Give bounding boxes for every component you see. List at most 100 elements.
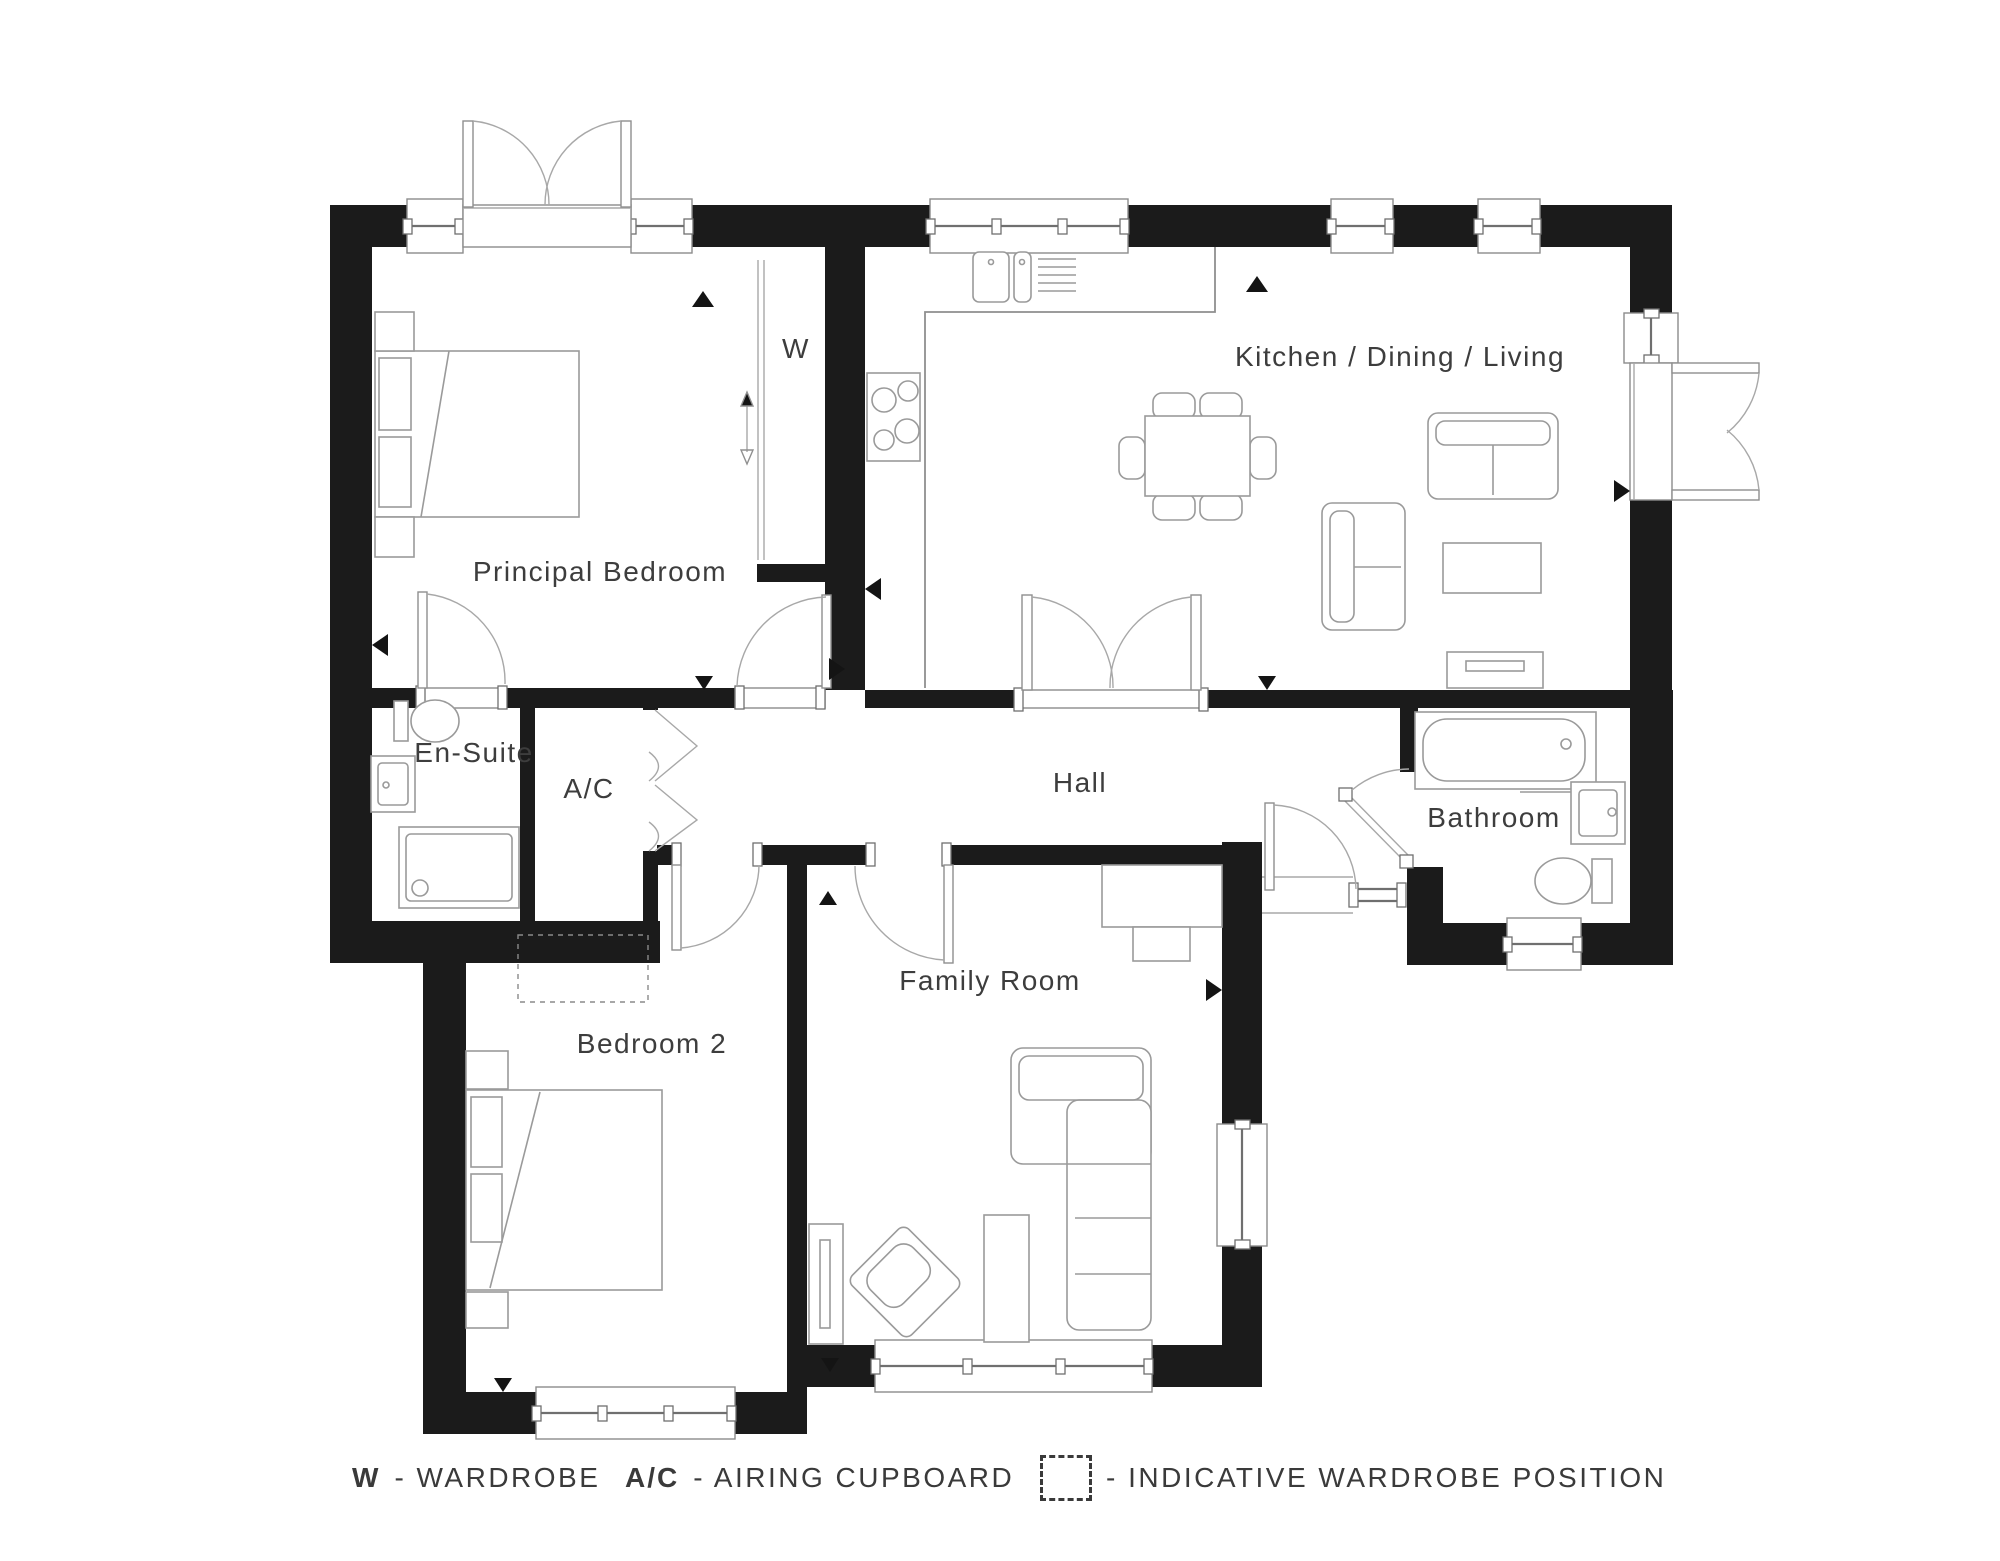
hob bbox=[866, 372, 921, 462]
window-kitchen-right bbox=[1623, 308, 1679, 365]
direction-markers bbox=[372, 276, 1630, 1392]
label-en-suite: En-Suite bbox=[414, 737, 533, 768]
window-living-top-right bbox=[1473, 198, 1542, 254]
wall-ensuite-ac-divider bbox=[520, 708, 535, 921]
marker-arrow-icon bbox=[821, 1358, 839, 1372]
bedside-table bbox=[374, 311, 415, 352]
marker-arrow-icon bbox=[865, 578, 881, 600]
french-doors-living bbox=[1629, 362, 1760, 501]
dashed-box-icon bbox=[1040, 1455, 1092, 1501]
wall-right-mid bbox=[1630, 500, 1672, 690]
door-family-room bbox=[854, 842, 954, 964]
accent-armchair bbox=[849, 1226, 961, 1338]
french-doors-principal bbox=[462, 120, 632, 248]
pillow bbox=[378, 436, 412, 508]
legend-text-airing-cupboard: - AIRING CUPBOARD bbox=[693, 1462, 1015, 1493]
window-principal-right bbox=[626, 198, 694, 254]
kitchen-counter bbox=[924, 247, 1216, 688]
legend-text-indicative-wardrobe: - INDICATIVE WARDROBE POSITION bbox=[1106, 1462, 1667, 1493]
wall-kitchen-hall-b bbox=[1203, 690, 1672, 708]
window-family-right bbox=[1216, 1119, 1268, 1250]
marker-arrow-icon bbox=[819, 891, 837, 905]
ensuite-fixtures bbox=[370, 699, 520, 909]
radiator-shelf bbox=[808, 1223, 844, 1345]
wall-ensuite-bottom bbox=[330, 921, 660, 963]
label-bathroom: Bathroom bbox=[1427, 802, 1560, 833]
bedside-table bbox=[374, 516, 415, 558]
corner-sofa-side bbox=[1066, 1099, 1152, 1331]
label-kitchen-dining-living: Kitchen / Dining / Living bbox=[1235, 341, 1565, 372]
wall-bathroom-bottom-b bbox=[1581, 923, 1673, 965]
window-family-bottom bbox=[870, 1339, 1154, 1393]
wall-bathroom-bottom-a bbox=[1407, 923, 1507, 965]
legend: W - WARDROBE A/C - AIRING CUPBOARD - IND… bbox=[0, 1448, 2000, 1518]
marker-arrow-icon bbox=[372, 634, 388, 656]
marker-arrow-icon bbox=[1206, 979, 1222, 1001]
wall-wardrobe-nook-bottom bbox=[757, 564, 825, 582]
wall-hall-top-b bbox=[505, 688, 735, 708]
door-principal-bedroom bbox=[734, 594, 832, 710]
shower-tray bbox=[398, 826, 520, 909]
dining-chair bbox=[1152, 392, 1196, 420]
doors bbox=[415, 120, 1760, 964]
window-living-top-left bbox=[1326, 198, 1395, 254]
bedside-table bbox=[465, 1050, 509, 1090]
dining-table bbox=[1144, 415, 1251, 497]
wall-family-top bbox=[948, 845, 1222, 865]
marker-arrow-icon bbox=[695, 676, 713, 690]
desk-chair bbox=[1132, 926, 1191, 962]
toilet-cistern bbox=[393, 700, 409, 742]
wall-left bbox=[330, 205, 372, 963]
wall-family-right-lower bbox=[1222, 1246, 1262, 1387]
double-doors-kitchen-hall bbox=[1013, 594, 1209, 712]
bifold-door-airing-cupboard bbox=[648, 709, 699, 852]
legend-symbol-ac: A/C bbox=[625, 1462, 680, 1493]
principal-bedroom-furniture bbox=[374, 311, 580, 558]
dining-chair bbox=[1118, 436, 1146, 480]
window-kitchen-top bbox=[925, 198, 1130, 254]
pillow bbox=[470, 1096, 503, 1168]
bath-tap bbox=[1560, 738, 1572, 750]
sliding-door-wardrobe bbox=[739, 260, 765, 560]
coffee-table bbox=[1442, 542, 1542, 594]
wall-family-right-upper bbox=[1222, 842, 1262, 1124]
door-hall-entrance bbox=[1264, 802, 1357, 891]
kitchen-sink-half bbox=[1013, 251, 1032, 303]
marker-arrow-icon bbox=[1258, 676, 1276, 690]
desk bbox=[1101, 864, 1223, 928]
dining-chair bbox=[1199, 493, 1243, 521]
dining-chair bbox=[1249, 436, 1277, 480]
window-hall-side-panel bbox=[1262, 876, 1407, 914]
bedroom2-furniture bbox=[465, 934, 663, 1329]
marker-arrow-icon bbox=[692, 291, 714, 307]
marker-arrow-icon bbox=[1246, 276, 1268, 292]
label-wardrobe: W bbox=[782, 333, 810, 364]
duvet-fold-line bbox=[489, 1091, 541, 1289]
shower-drain bbox=[411, 879, 429, 897]
drainer-lines bbox=[1038, 258, 1076, 292]
dining-chair bbox=[1152, 493, 1196, 521]
indicative-wardrobe-box bbox=[517, 934, 649, 1003]
door-bedroom2 bbox=[671, 842, 763, 951]
dining-chair bbox=[1199, 392, 1243, 420]
armchair-back bbox=[1329, 510, 1355, 623]
tv-unit bbox=[1446, 651, 1544, 689]
wall-bedroom2-family-divider bbox=[787, 845, 807, 1434]
window-bedroom2-bottom bbox=[531, 1386, 737, 1440]
wall-bedroom2-left bbox=[423, 921, 466, 1434]
marker-arrow-icon bbox=[494, 1378, 512, 1392]
wall-kitchen-hall-a bbox=[865, 690, 1020, 708]
wall-ac-right-bottom bbox=[643, 851, 658, 921]
pillow bbox=[470, 1173, 503, 1243]
duvet-fold-line bbox=[420, 350, 450, 518]
window-bathroom-bottom bbox=[1502, 917, 1583, 971]
kitchen-fixtures bbox=[866, 247, 1559, 689]
marker-arrow-icon bbox=[1614, 480, 1630, 502]
bathroom-toilet-cistern bbox=[1591, 858, 1613, 904]
kitchen-sink bbox=[972, 251, 1010, 303]
pillow bbox=[378, 357, 412, 431]
wall-ac-right-top bbox=[643, 688, 658, 710]
label-airing-cupboard: A/C bbox=[563, 773, 614, 804]
